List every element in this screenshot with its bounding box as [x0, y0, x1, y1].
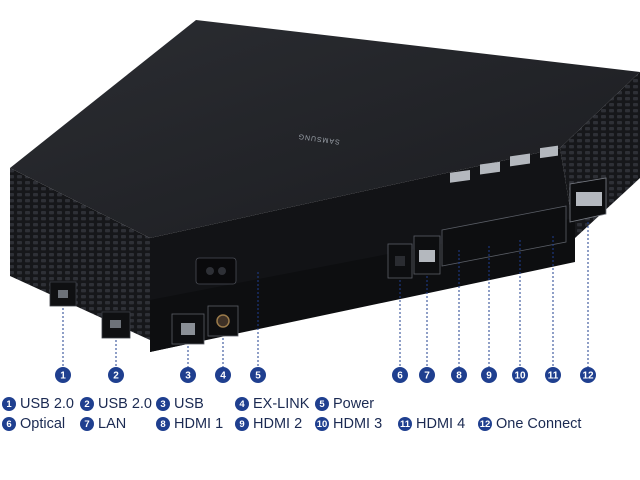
- legend-item-7: 7 LAN: [80, 416, 126, 432]
- optical-port: [387, 243, 413, 279]
- legend-label: EX-LINK: [253, 396, 310, 412]
- callout-badge-12: 12: [580, 367, 596, 383]
- ex-link-port: [207, 305, 239, 337]
- usb-port-2: [101, 311, 131, 339]
- callout-badge-1: 1: [55, 367, 71, 383]
- callout-badge-4: 4: [215, 367, 231, 383]
- legend-label: USB 2.0: [98, 396, 152, 412]
- callout-badge-10: 10: [512, 367, 528, 383]
- usb-port-3: [171, 313, 205, 345]
- hdmi-panel: [441, 145, 567, 267]
- callout-badge-number: 4: [220, 371, 226, 382]
- legend-label: HDMI 1: [174, 416, 224, 432]
- legend-label: Optical: [20, 416, 66, 432]
- legend-label: USB: [174, 396, 204, 412]
- callout-badge-number: 5: [255, 371, 261, 382]
- callout-badge-number: 3: [185, 371, 191, 382]
- callout-badge-number: 8: [456, 371, 462, 382]
- callout-badge-7: 7: [419, 367, 435, 383]
- legend-label: HDMI 3: [333, 416, 383, 432]
- legend-badge: 10: [315, 417, 329, 431]
- legend-item-2: 2 USB 2.0: [80, 396, 152, 412]
- callout-badge-number: 7: [424, 371, 430, 382]
- usb-port-1: [49, 281, 77, 307]
- legend-badge: 9: [235, 417, 249, 431]
- callout-badge-number: 10: [514, 371, 526, 382]
- legend-label: One Connect: [496, 416, 582, 432]
- power-socket: [195, 257, 237, 285]
- leader-lines: [62, 222, 589, 368]
- legend-badge: 4: [235, 397, 249, 411]
- legend-label: HDMI 2: [253, 416, 303, 432]
- callout-badge-9: 9: [481, 367, 497, 383]
- callout-badge-number: 2: [113, 371, 119, 382]
- callout-badge-11: 11: [545, 367, 561, 383]
- legend-item-5: 5 Power: [315, 396, 374, 412]
- callout-badge-number: 6: [397, 371, 403, 382]
- legend-label: LAN: [98, 416, 127, 432]
- legend-item-4: 4 EX-LINK: [235, 396, 309, 412]
- legend-badge: 8: [156, 417, 170, 431]
- legend-label: HDMI 4: [416, 416, 466, 432]
- one-connect-port: [569, 177, 607, 223]
- callout-badge-number: 12: [582, 371, 594, 382]
- callout-badge-6: 6: [392, 367, 408, 383]
- lan-port: [413, 235, 441, 275]
- callout-badge-number: 1: [60, 371, 66, 382]
- callout-badge-3: 3: [180, 367, 196, 383]
- legend-item-9: 9 HDMI 2: [235, 416, 302, 432]
- one-connect-box-image: SAMSUNG: [10, 20, 640, 383]
- callout-badge-number: 11: [548, 371, 559, 382]
- callout-badge-5: 5: [250, 367, 266, 383]
- legend-badge: 3: [156, 397, 170, 411]
- legend-label: Power: [333, 396, 375, 412]
- legend-badge: 7: [80, 417, 94, 431]
- legend-badge: 5: [315, 397, 329, 411]
- legend-label: USB 2.0: [20, 396, 74, 412]
- legend-item-3: 3 USB: [156, 396, 204, 412]
- legend-item-6: 6 Optical: [2, 416, 65, 432]
- legend-badge: 12: [478, 417, 492, 431]
- legend-badge: 1: [2, 397, 16, 411]
- legend-item-10: 10 HDMI 3: [315, 416, 382, 432]
- device-left-vent: [10, 168, 150, 340]
- callout-badge-2: 2: [108, 367, 124, 383]
- legend-item-11: 11 HDMI 4: [398, 416, 465, 432]
- port-legend: 1 USB 2.0 2 USB 2.0 3 USB 4 EX-LINK 5 Power 6 Optic…: [0, 392, 640, 452]
- legend-item-12: 12 One Connect: [478, 416, 581, 432]
- legend-badge: 2: [80, 397, 94, 411]
- legend-badge: 11: [398, 417, 412, 431]
- callout-badge-number: 9: [486, 371, 492, 382]
- legend-item-1: 1 USB 2.0: [2, 396, 74, 412]
- legend-item-8: 8 HDMI 1: [156, 416, 223, 432]
- device-top-surface: [10, 20, 640, 238]
- callout-badge-8: 8: [451, 367, 467, 383]
- legend-badge: 6: [2, 417, 16, 431]
